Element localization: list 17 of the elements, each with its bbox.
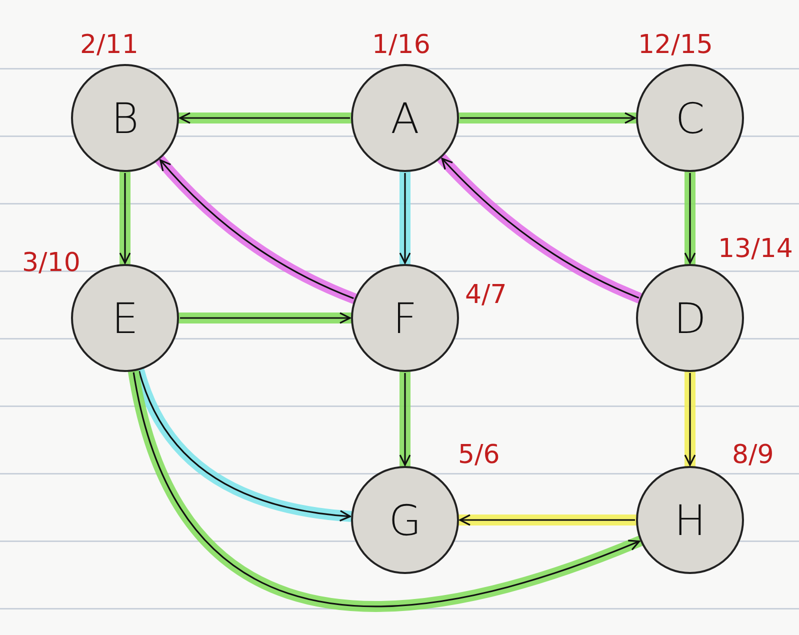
node-letter: H bbox=[674, 496, 706, 544]
node-letter: F bbox=[392, 294, 418, 342]
time-label: 4/7 bbox=[465, 280, 507, 310]
highlighted-arrow bbox=[436, 153, 644, 304]
node-letter: C bbox=[675, 94, 705, 142]
time-label: 3/10 bbox=[22, 248, 80, 278]
node-letter: D bbox=[674, 294, 706, 342]
node-letter: A bbox=[390, 94, 420, 142]
time-label: 5/6 bbox=[458, 440, 500, 470]
time-label: 13/14 bbox=[718, 234, 793, 264]
time-label: 2/11 bbox=[80, 30, 138, 60]
node-letter: E bbox=[112, 294, 138, 342]
node-letter: B bbox=[111, 94, 139, 142]
time-label: 8/9 bbox=[732, 440, 774, 470]
time-label: 12/15 bbox=[638, 30, 713, 60]
node-letter: G bbox=[388, 496, 422, 544]
time-label: 1/16 bbox=[372, 30, 430, 60]
